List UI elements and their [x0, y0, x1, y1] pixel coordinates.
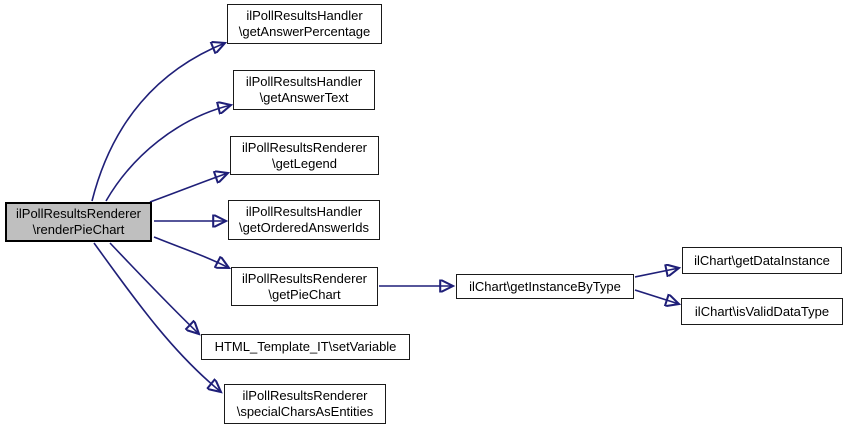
- node-label-line2: \getPieChart: [268, 286, 341, 302]
- node-label-line1: ilPollResultsHandler: [245, 204, 363, 219]
- node-label-line1: ilPollResultsRenderer: [16, 206, 141, 221]
- node-label-line1: ilPollResultsHandler: [246, 8, 363, 23]
- node-label-line1: ilChart\getDataInstance: [694, 252, 830, 268]
- edge-renderPieChart-getLegend: [149, 173, 228, 203]
- edge-renderPieChart-getAnswerText: [105, 105, 231, 202]
- node-getPieChart[interactable]: ilPollResultsRenderer \getPieChart: [231, 267, 378, 306]
- node-getInstanceByType[interactable]: ilChart\getInstanceByType: [456, 274, 634, 299]
- node-label-line2: \getAnswerText: [259, 90, 349, 105]
- node-label-line2: \getAnswerPercentage: [238, 24, 371, 39]
- node-label-line1: ilPollResultsRenderer: [242, 388, 368, 403]
- node-getDataInstance[interactable]: ilChart\getDataInstance: [682, 247, 842, 274]
- node-label-line1: HTML_Template_IT\setVariable: [214, 339, 397, 354]
- edge-renderPieChart-getAnswerPercentage: [91, 43, 225, 202]
- node-getLegend[interactable]: ilPollResultsRenderer \getLegend: [230, 136, 379, 175]
- node-getAnswerPercentage[interactable]: ilPollResultsHandler \getAnswerPercentag…: [227, 4, 382, 44]
- edge-getInstanceByType-getDataInstance: [634, 268, 679, 278]
- node-label-line1: ilPollResultsRenderer: [242, 139, 367, 155]
- node-label-line1: ilPollResultsRenderer: [242, 270, 367, 286]
- node-label-line2: \getLegend: [271, 155, 338, 171]
- node-getAnswerText[interactable]: ilPollResultsHandler \getAnswerText: [233, 70, 375, 110]
- node-label-line2: \specialCharsAsEntities: [236, 404, 374, 419]
- node-label-line2: \getOrderedAnswerIds: [238, 220, 370, 235]
- node-isValidDataType[interactable]: ilChart\isValidDataType: [681, 298, 843, 325]
- node-setVariable[interactable]: HTML_Template_IT\setVariable: [201, 334, 410, 360]
- node-label-line1: ilChart\getInstanceByType: [469, 278, 621, 294]
- edge-getInstanceByType-isValidDataType: [634, 289, 679, 304]
- edge-renderPieChart-setVariable: [109, 242, 199, 334]
- node-getOrderedAnswerIds[interactable]: ilPollResultsHandler \getOrderedAnswerId…: [228, 200, 380, 240]
- node-label-line1: ilChart\isValidDataType: [694, 303, 830, 319]
- node-renderPieChart[interactable]: ilPollResultsRenderer \renderPieChart: [5, 202, 152, 242]
- edge-renderPieChart-getPieChart: [153, 236, 229, 268]
- node-label-line2: \renderPieChart: [32, 222, 125, 237]
- node-label-line1: ilPollResultsHandler: [245, 74, 363, 89]
- edge-renderPieChart-specialCharsAsEntities: [93, 242, 221, 392]
- node-specialCharsAsEntities[interactable]: ilPollResultsRenderer \specialCharsAsEnt…: [224, 384, 386, 424]
